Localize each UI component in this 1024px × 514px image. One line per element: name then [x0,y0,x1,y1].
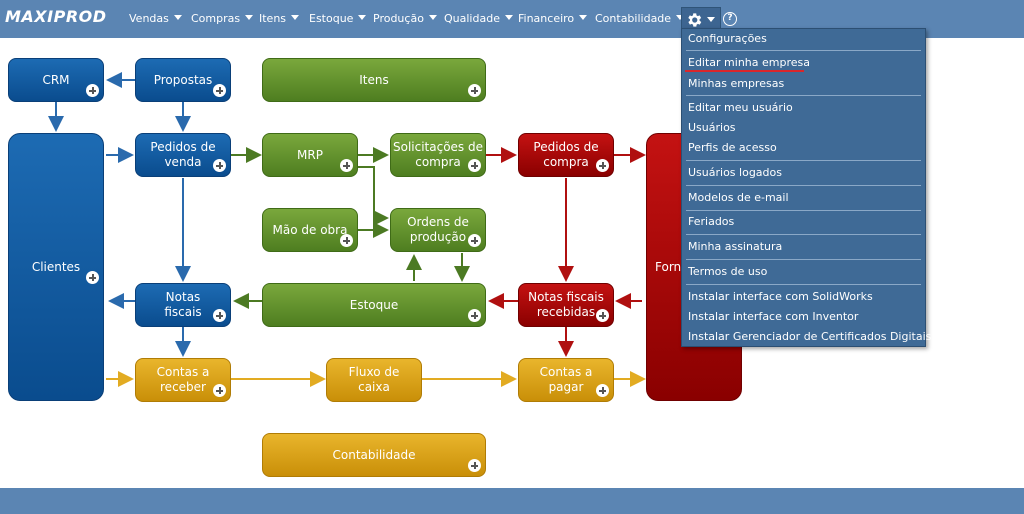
node-estoque[interactable]: Estoque [262,283,486,327]
menu-item-minhas-empresas[interactable]: Minhas empresas [688,77,785,90]
menu-producao[interactable]: Produção [373,0,437,38]
chevron-down-icon [173,15,182,20]
add-nota-fiscal-button[interactable] [213,309,226,322]
add-crm-button[interactable] [86,84,99,97]
add-mrp-button[interactable] [340,159,353,172]
add-pedido-compra-button[interactable] [596,159,609,172]
menu-item-modelos-de-email[interactable]: Modelos de e-mail [688,191,789,204]
gear-icon [688,13,702,27]
menu-item-feriados[interactable]: Feriados [688,215,735,228]
add-estoque-button[interactable] [468,309,481,322]
menu-divider [686,284,921,285]
chevron-down-icon [707,17,715,22]
menu-divider [686,160,921,161]
menu-item-perfis-de-acesso[interactable]: Perfis de acesso [688,141,777,154]
node-clientes[interactable]: Clientes [8,133,104,401]
menu-estoque[interactable]: Estoque [309,0,367,38]
add-item-button[interactable] [468,84,481,97]
node-propostas[interactable]: Propostas [135,58,231,102]
add-mao-de-obra-button[interactable] [340,234,353,247]
add-solicitacao-button[interactable] [468,159,481,172]
footer-bar [0,488,1024,514]
add-ordem-producao-button[interactable] [468,234,481,247]
node-contabilidade[interactable]: Contabilidade [262,433,486,477]
menu-contabilidade[interactable]: Contabilidade [595,0,685,38]
node-notas-fiscais[interactable]: Notas fiscais [135,283,231,327]
chevron-down-icon [504,15,513,20]
menu-compras[interactable]: Compras [191,0,254,38]
menu-divider [686,234,921,235]
node-contas-a-pagar[interactable]: Contas a pagar [518,358,614,402]
help-icon[interactable]: ? [723,12,737,26]
menu-vendas[interactable]: Vendas [129,0,182,38]
menu-divider [686,259,921,260]
menu-item-configuracoes[interactable]: Configurações [688,32,767,45]
chevron-down-icon [291,15,300,20]
menu-item-termos-de-uso[interactable]: Termos de uso [688,265,768,278]
node-notas-fiscais-recebidas[interactable]: Notas fiscais recebidas [518,283,614,327]
node-pedidos-de-venda[interactable]: Pedidos de venda [135,133,231,177]
menu-item-editar-meu-usuario[interactable]: Editar meu usuário [688,101,793,114]
menu-divider [686,95,921,96]
chevron-down-icon [358,15,367,20]
menu-item-instalar-solidworks[interactable]: Instalar interface com SolidWorks [688,290,873,303]
node-itens[interactable]: Itens [262,58,486,102]
chevron-down-icon [245,15,254,20]
menu-qualidade[interactable]: Qualidade [444,0,513,38]
menu-item-editar-minha-empresa[interactable]: Editar minha empresa [688,56,810,69]
arrow-mrp-ordens [358,166,389,226]
node-crm[interactable]: CRM [8,58,104,102]
node-mrp[interactable]: MRP [262,133,358,177]
add-nota-recebida-button[interactable] [596,309,609,322]
settings-dropdown-menu: Configurações Editar minha empresa Minha… [681,28,932,347]
chevron-down-icon [428,15,437,20]
menu-financeiro[interactable]: Financeiro [518,0,588,38]
add-conta-pagar-button[interactable] [596,384,609,397]
menu-item-usuarios[interactable]: Usuários [688,121,736,134]
highlight-underline [685,70,804,72]
menu-item-instalar-inventor[interactable]: Instalar interface com Inventor [688,310,859,323]
node-solicitacoes-de-compra[interactable]: Solicitações de compra [390,133,486,177]
menu-item-minha-assinatura[interactable]: Minha assinatura [688,240,783,253]
chevron-down-icon [676,15,685,20]
add-proposta-button[interactable] [213,84,226,97]
add-contabilidade-button[interactable] [468,459,481,472]
app-logo[interactable]: MAXIPROD [5,7,107,26]
menu-divider [686,210,921,211]
add-pedido-venda-button[interactable] [213,159,226,172]
menu-item-usuarios-logados[interactable]: Usuários logados [688,166,782,179]
menu-itens[interactable]: Itens [259,0,300,38]
node-pedidos-de-compra[interactable]: Pedidos de compra [518,133,614,177]
node-fluxo-de-caixa[interactable]: Fluxo de caixa [326,358,422,402]
menu-divider [686,50,921,51]
node-mao-de-obra[interactable]: Mão de obra [262,208,358,252]
menu-item-instalar-gerenciador-certificados[interactable]: Instalar Gerenciador de Certificados Dig… [688,330,932,343]
node-ordens-de-producao[interactable]: Ordens de produção [390,208,486,252]
add-conta-receber-button[interactable] [213,384,226,397]
menu-divider [686,185,921,186]
chevron-down-icon [579,15,588,20]
node-contas-a-receber[interactable]: Contas a receber [135,358,231,402]
settings-menu-button[interactable] [681,7,721,31]
add-cliente-button[interactable] [86,271,99,284]
